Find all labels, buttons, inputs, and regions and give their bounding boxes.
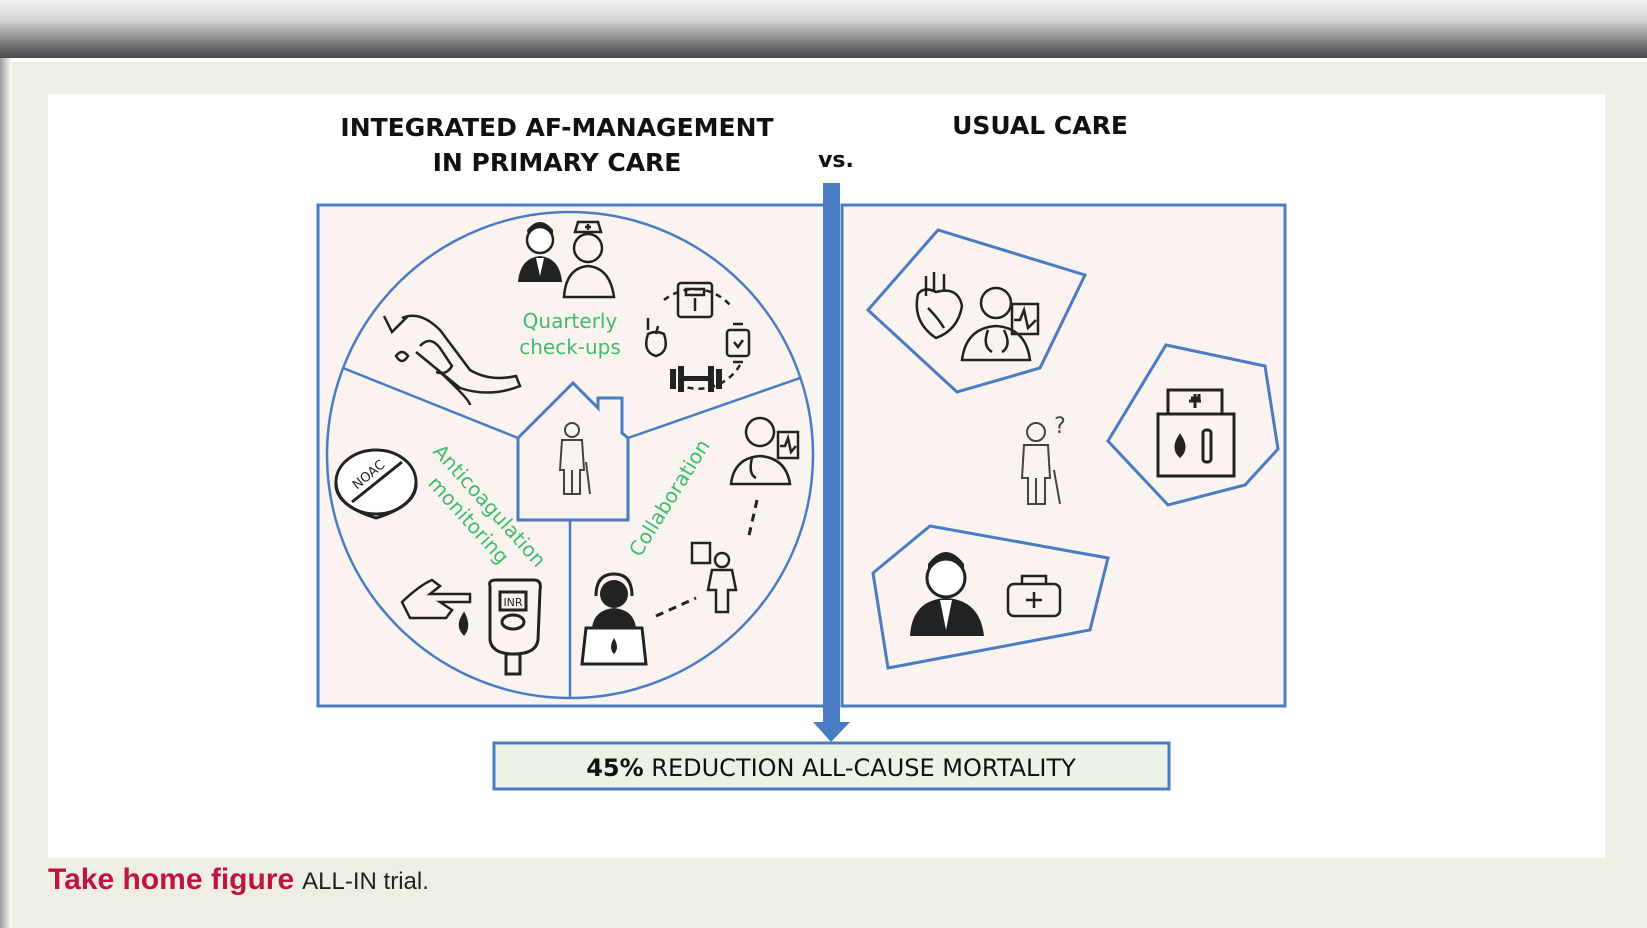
- noac-pill-icon: NOAC: [334, 448, 418, 520]
- checkups-label-line1: Quarterly: [523, 309, 618, 333]
- right-title: USUAL CARE: [952, 111, 1128, 140]
- separator-arrow-head: [813, 722, 850, 742]
- heart-icon: [915, 272, 964, 340]
- divider-right: [627, 376, 801, 440]
- doctor-bag-icon: [1006, 574, 1062, 618]
- result-text: 45% REDUCTION ALL-CAUSE MORTALITY: [586, 754, 1076, 782]
- blood-pressure-cuff-icon: [382, 314, 522, 406]
- dashed-link-left: [655, 596, 697, 618]
- doctor-ecg-icon: [729, 416, 800, 486]
- caption-label: Take home figure: [48, 863, 295, 896]
- meter-label: INR: [503, 596, 522, 609]
- dumbbell-icon: [670, 366, 722, 392]
- left-title-line2: IN PRIMARY CARE: [433, 148, 682, 177]
- figure-caption: Take home figure ALL-IN trial.: [48, 860, 429, 900]
- caption-text: ALL-IN trial.: [302, 868, 429, 895]
- home-icon: [516, 380, 630, 522]
- nurse-icon: [562, 220, 616, 299]
- medical-kit-icon: [1156, 388, 1236, 478]
- smartwatch-icon: [725, 322, 751, 364]
- result-percentage: 45%: [586, 754, 643, 782]
- cardiologist-icon: [960, 286, 1040, 362]
- cardiologist-polygon: [865, 228, 1088, 394]
- finger-prick-icon: [400, 578, 472, 636]
- result-box: [492, 741, 1171, 791]
- elderly-patient-question-icon: [1020, 422, 1061, 505]
- checkups-label-line2: check-ups: [519, 335, 621, 359]
- apple-icon: [645, 325, 667, 358]
- top-bar: [0, 0, 1647, 58]
- separator-arrow-shaft: [823, 183, 840, 723]
- patient-question-icon: [690, 541, 738, 614]
- page-edge-shadow: [0, 58, 12, 928]
- inr-meter-icon: INR: [488, 578, 542, 676]
- vs-label: vs.: [818, 148, 854, 173]
- result-description: REDUCTION ALL-CAUSE MORTALITY: [644, 754, 1077, 782]
- left-title-line1: INTEGRATED AF-MANAGEMENT: [340, 113, 773, 142]
- general-practitioner-icon: [910, 552, 984, 636]
- dashed-link-up: [746, 499, 759, 541]
- doctor-icon: [518, 222, 562, 282]
- elderly-patient-icon: [558, 422, 591, 495]
- af-management-diagram: INTEGRATED AF-MANAGEMENT IN PRIMARY CARE…: [316, 111, 1287, 791]
- remote-assistant-icon: [580, 572, 648, 666]
- question-mark: ?: [1054, 414, 1066, 439]
- divider-left: [342, 366, 519, 440]
